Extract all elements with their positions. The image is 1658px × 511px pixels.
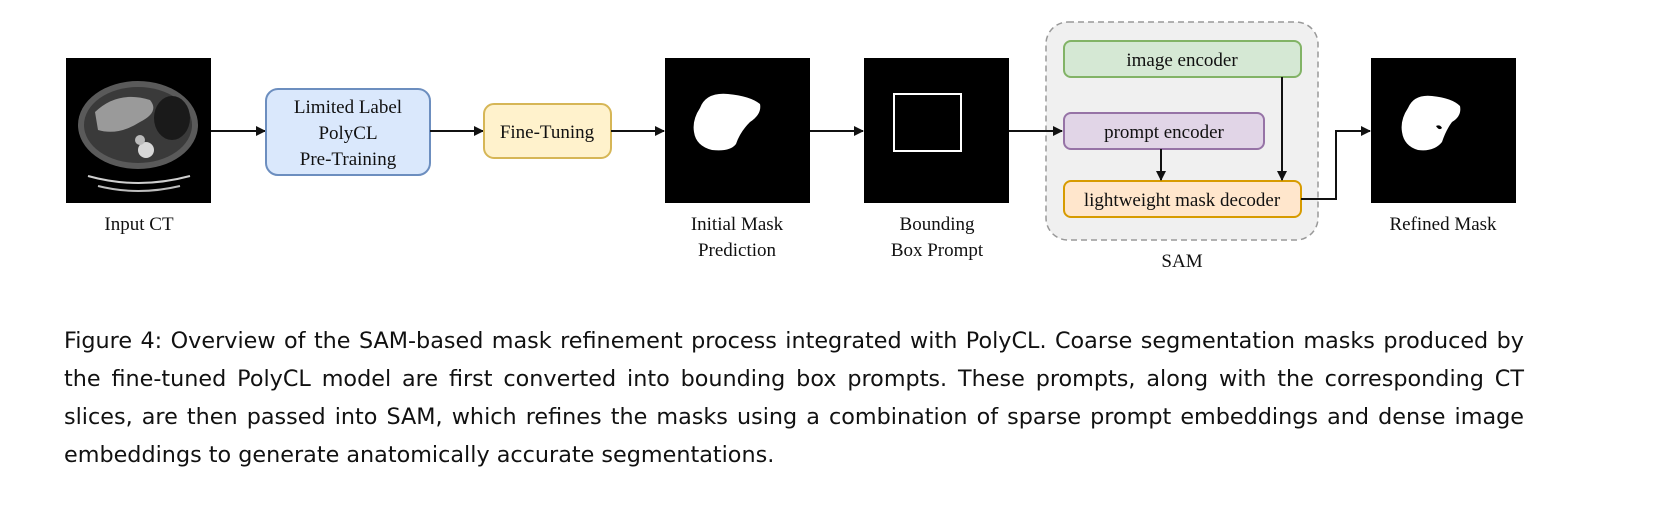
image-encoder-label: image encoder (1126, 50, 1238, 71)
initial-mask-label-line-2: Prediction (698, 240, 777, 261)
initial-mask-image (665, 58, 810, 203)
input-ct-label: Input CT (104, 214, 174, 235)
refined-mask-image (1371, 58, 1516, 203)
bounding-box-image (864, 58, 1009, 203)
prompt-encoder-box (1063, 112, 1265, 150)
prompt-encoder-label: prompt encoder (1104, 122, 1224, 143)
image-encoder-box (1063, 40, 1302, 78)
bbox-label-line-1: Bounding (900, 214, 975, 235)
pretraining-line-3: Pre-Training (300, 149, 397, 170)
pretraining-line-1: Limited Label (294, 97, 402, 118)
figure-caption: Figure 4: Overview of the SAM-based mask… (64, 328, 1524, 468)
sam-label: SAM (1161, 251, 1202, 272)
fine-tuning-label: Fine-Tuning (500, 122, 595, 143)
pretraining-line-2: PolyCL (318, 123, 377, 144)
refined-mask-label: Refined Mask (1389, 214, 1497, 235)
mask-decoder-label: lightweight mask decoder (1084, 190, 1281, 211)
initial-mask-label-line-1: Initial Mask (691, 214, 784, 235)
bbox-label-line-2: Box Prompt (891, 240, 984, 261)
pipeline-diagram: Input CT Limited Label PolyCL Pre-Traini… (66, 21, 1516, 272)
input-ct-image (66, 58, 211, 203)
arrow-decoder-to-refined-mask (1301, 126, 1371, 200)
